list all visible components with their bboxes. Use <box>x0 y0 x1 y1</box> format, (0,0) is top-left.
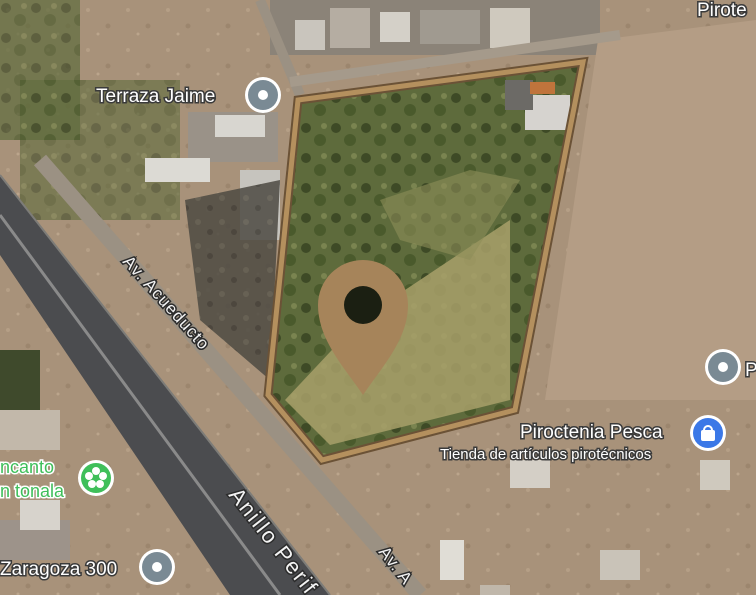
vegetation-area <box>0 350 40 410</box>
place-pin-icon[interactable] <box>245 77 281 113</box>
highway-edge <box>0 174 331 595</box>
parcel-clearing <box>380 170 520 260</box>
building <box>600 550 640 580</box>
location-marker-icon[interactable] <box>318 260 408 395</box>
place-label-pirote[interactable]: Pirote <box>696 0 749 23</box>
road-top-horizontal[interactable] <box>289 30 621 87</box>
top-building <box>295 20 325 50</box>
parcel-outline-inner <box>265 59 587 463</box>
top-building <box>490 8 530 48</box>
building <box>440 540 464 580</box>
place-label-terraza-jaime[interactable]: Terraza Jaime <box>95 85 217 109</box>
place-pin-icon[interactable] <box>705 349 741 385</box>
building <box>215 115 265 137</box>
highway-median <box>0 214 282 595</box>
building <box>0 410 60 450</box>
place-label-encanto-line1[interactable]: ncanto <box>0 456 56 479</box>
place-label-piroctenia-pesca[interactable]: Piroctenia Pesca <box>519 421 665 445</box>
parcel-building <box>505 80 533 110</box>
place-label-p[interactable]: P <box>744 359 756 383</box>
vegetation-area <box>20 80 180 220</box>
place-label-encanto-line2[interactable]: n tonala <box>0 480 67 503</box>
vacant-lot <box>185 180 280 380</box>
field-area <box>545 20 756 400</box>
building <box>480 585 510 595</box>
top-building <box>420 10 480 44</box>
parcel-roof <box>530 82 555 94</box>
top-building <box>380 12 410 42</box>
building <box>20 500 60 530</box>
building <box>700 460 730 490</box>
place-pin-icon[interactable] <box>139 549 175 585</box>
shopping-bag-icon[interactable] <box>690 415 726 451</box>
road-av-acueducto[interactable] <box>33 154 427 595</box>
flower-icon[interactable] <box>78 460 114 496</box>
building <box>145 158 210 182</box>
place-label-zaragoza-300[interactable]: Zaragoza 300 <box>0 558 119 582</box>
place-sublabel-piroctenia: Tienda de artículos pirotécnicos <box>440 446 651 463</box>
top-building <box>330 8 370 48</box>
building <box>510 460 550 488</box>
